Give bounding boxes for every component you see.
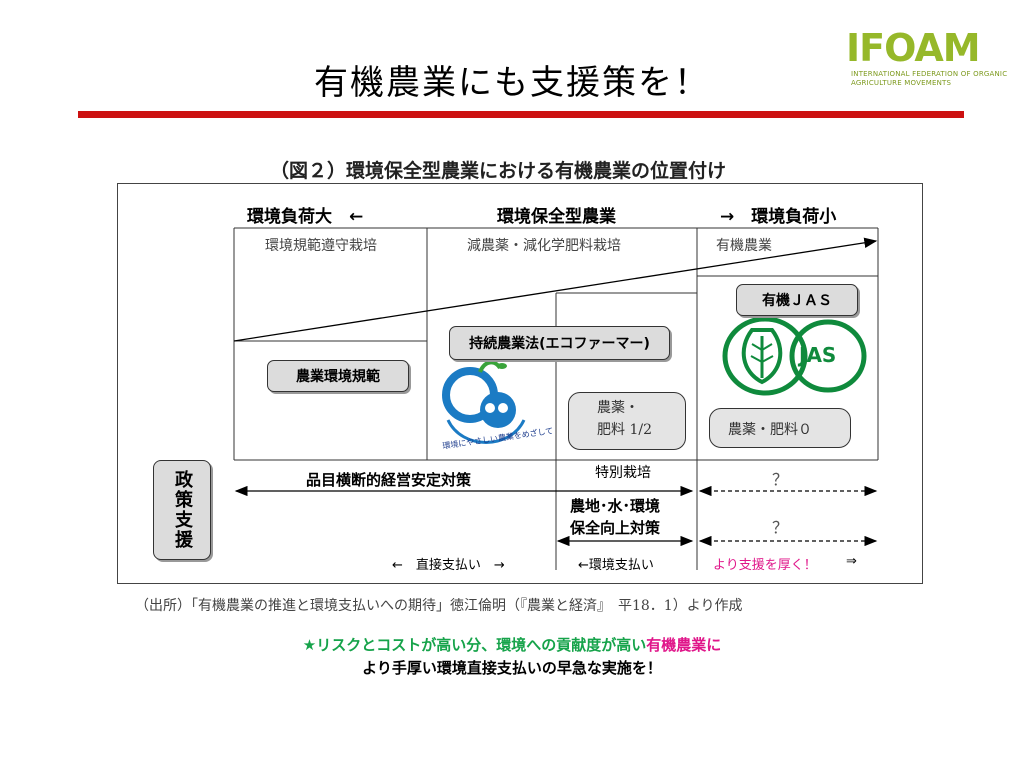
message-highlight-green: ★リスクとコストが高い分、環境への貢献度が高い [302,636,647,654]
message-line1: ★リスクとコストが高い分、環境への貢献度が高い有機農業に [0,634,1024,655]
slide-title: 有機農業にも支援策を！ [314,63,710,103]
header-high-burden: 環境負荷大 ← [247,207,364,227]
question-1: ？ [772,470,789,489]
source-note: （出所）「有機農業の推進と環境支払いへの期待」徳江倫明（『農業と経済』 平18．… [135,598,743,614]
title-divider [78,111,964,118]
special-cultivation-label: 特別栽培 [595,465,651,481]
header-eco-agriculture: 環境保全型農業 [497,207,616,227]
sustainable-agri-law-box: 持続農業法(エコファーマー) [449,326,670,360]
column-reduced-chemicals: 減農薬・減化学肥料栽培 [467,238,621,254]
policy-support-box: 政策支援 [153,460,211,560]
burden-gradient-arrow [233,237,878,342]
pesticide-half-line2: 肥料 1/2 [597,422,652,438]
message-highlight-magenta: 有機農業に [646,636,722,654]
figure-frame [117,183,923,584]
column-env-norm-cultivation: 環境規範遵守栽培 [265,238,377,254]
logo-wordmark: IFOAM [846,26,981,70]
cross-item-label: 品目横断的経営安定対策 [306,471,472,489]
farmland-line2: 保全向上対策 [570,519,661,537]
env-payment-label: ←環境支払い [578,558,654,573]
organic-jas-box: 有機ＪＡＳ [736,284,858,316]
farmland-line1: 農地･水･環境 [570,497,661,515]
eco-farmer-logo [442,360,526,444]
jas-logo [722,316,867,396]
table-grid [233,227,879,570]
column-organic: 有機農業 [716,238,772,254]
more-support-label: より支援を厚く！ [713,558,817,573]
ifoam-logo: IFOAM INTERNATIONAL FEDERATION OF ORGANI… [846,26,1008,98]
message-line2: より手厚い環境直接支払いの早急な実施を！ [362,659,662,677]
header-low-burden: → 環境負荷小 [720,207,837,227]
question-2: ？ [772,518,789,537]
more-support-arrow: ⇒ [846,554,857,569]
pesticide-half-bubble: 農薬・ 肥料 1/2 [568,392,686,450]
figure-caption: （図２）環境保全型農業における有機農業の位置付け [270,160,727,182]
direct-payment-label: ← 直接支払い → [392,558,505,573]
farmland-measure-label: 農地･水･環境 保全向上対策 [570,495,660,539]
jas-mark-text: JAS [799,343,837,367]
logo-subtitle: INTERNATIONAL FEDERATION OF ORGANIC AGRI… [851,70,1008,87]
agri-env-norm-box: 農業環境規範 [267,360,409,392]
pesticide-half-line1: 農薬・ [597,400,639,416]
pesticide-zero-bubble: 農薬・肥料０ [709,408,851,448]
